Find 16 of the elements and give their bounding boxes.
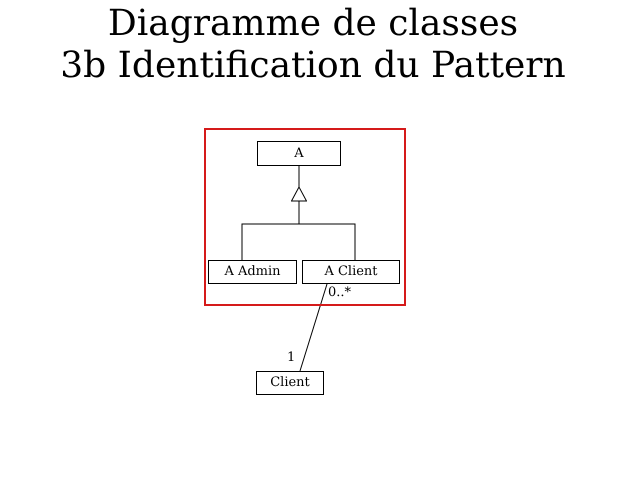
class-box	[256, 371, 324, 395]
class-name: A	[294, 146, 304, 162]
generalization-line	[242, 224, 300, 260]
generalization-arrow	[291, 166, 307, 224]
class-name: A Client	[324, 264, 378, 280]
diagram-title: Diagramme de classes 3b Identification du Pattern	[59, 3, 567, 87]
association-line	[300, 284, 328, 372]
class-name: Client	[270, 375, 310, 391]
class-name: A Admin	[224, 264, 281, 280]
class-box	[302, 260, 400, 284]
multiplicity-label: 0..*	[328, 285, 352, 301]
class-box	[208, 260, 297, 284]
multiplicity-label: 1	[287, 350, 296, 366]
class-box	[257, 141, 341, 166]
pattern-frame	[204, 128, 406, 306]
generalization-line	[298, 224, 356, 260]
